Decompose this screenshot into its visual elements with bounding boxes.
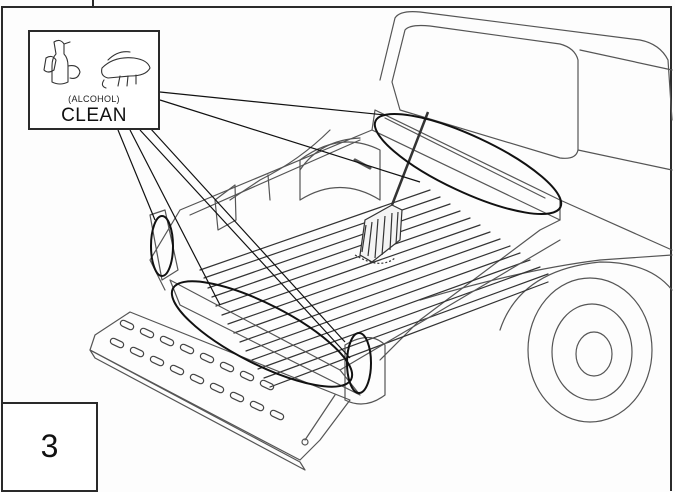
callout-icons — [43, 39, 151, 89]
page-frame — [1, 6, 672, 491]
broom-icon — [354, 111, 430, 264]
step-number: 3 — [40, 428, 59, 464]
tailgate-slots — [109, 319, 285, 421]
bed-floor-ribs — [199, 189, 549, 388]
highlight-front-rail — [373, 112, 563, 216]
leader-lines — [117, 91, 421, 359]
highlight-ellipses — [150, 112, 563, 394]
callout-sub-label: (ALCOHOL) — [68, 94, 120, 104]
wiping-hand-icon — [101, 51, 151, 89]
rear-window — [391, 24, 579, 159]
left-bed-wall — [149, 129, 373, 291]
fender — [499, 261, 673, 331]
bed-rear-edge — [169, 279, 361, 396]
callout-main-label: CLEAN — [61, 105, 127, 126]
step-box: 3 — [1, 402, 98, 492]
bed-front-rail — [371, 109, 561, 221]
highlight-right-rail — [346, 332, 372, 394]
highlight-left-rail — [150, 215, 174, 277]
clean-callout: (ALCOHOL) CLEAN — [28, 30, 160, 130]
cab-outline — [379, 11, 673, 121]
rear-wheel — [527, 277, 653, 423]
header-divider — [0, 0, 94, 7]
spray-bottle-icon — [43, 39, 81, 85]
highlight-rear-edge — [170, 280, 354, 388]
